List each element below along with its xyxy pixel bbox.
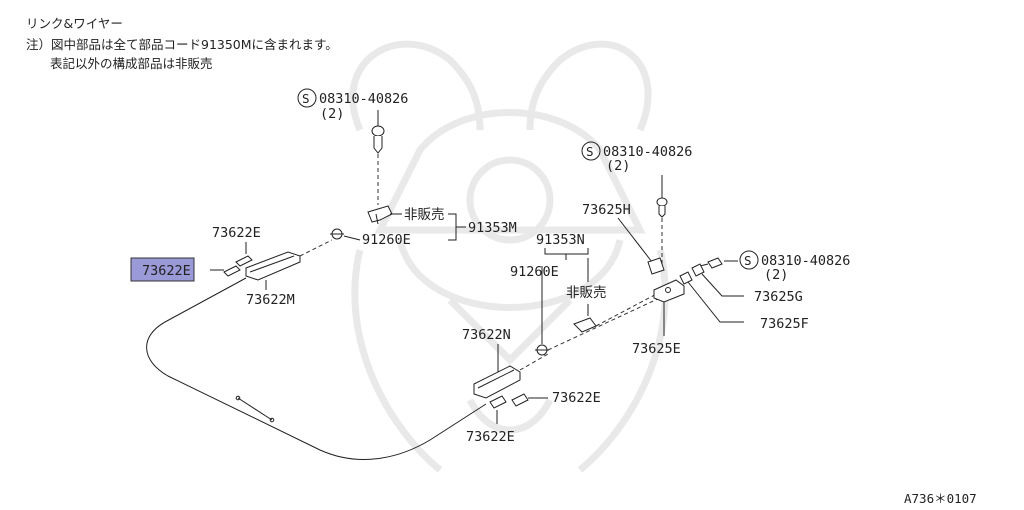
label-nonsale-top[interactable]: 非販売 — [404, 207, 445, 223]
part-number-73622e-bottom[interactable]: 73622E — [466, 429, 515, 445]
part-number-73622e-right[interactable]: 73622E — [552, 390, 601, 406]
samurai-helmet-watermark-icon — [349, 40, 669, 473]
callout-bolt-right[interactable]: S 08310-40826 (2) — [739, 250, 850, 283]
part-number-73625f[interactable]: 73625F — [760, 316, 809, 332]
bolt-top-drawing — [371, 125, 385, 154]
part-number-73622m[interactable]: 73622M — [246, 292, 295, 308]
diagram-note: 注）図中部品は全て部品コード91350Mに含まれます。 — [26, 37, 338, 52]
part-number-bolt-top: 08310-40826 — [319, 91, 408, 107]
clip-73622e-right — [511, 393, 529, 407]
clip-73622e-bottom — [489, 395, 507, 409]
svg-text:S: S — [302, 91, 310, 106]
diagram-code: A736＊0107 — [904, 491, 977, 506]
clip-73625h — [647, 257, 665, 275]
diagram-title: リンク&ワイヤー — [26, 16, 123, 31]
diagram-note-nonsale: 表記以外の構成部品は非販売 — [50, 56, 213, 71]
part-qty-bolt-top: (2) — [320, 106, 344, 122]
part-number-91260e-top[interactable]: 91260E — [362, 232, 411, 248]
bracket-upper-drawing — [330, 205, 393, 240]
cable-end-bracket-73622m — [245, 251, 301, 281]
part-number-91260e-middle[interactable]: 91260E — [510, 264, 559, 280]
part-number-73625h[interactable]: 73625H — [582, 202, 631, 218]
highlighted-part-73622e[interactable]: 73622E — [130, 257, 195, 282]
circled-s-icon — [739, 250, 759, 270]
part-qty-bolt-right: (2) — [764, 267, 788, 283]
bolt-right-drawing — [699, 257, 723, 269]
part-number-73622e-left: 73622E — [142, 263, 191, 279]
part-number-91353m[interactable]: 91353M — [468, 220, 517, 236]
part-number-73625g[interactable]: 73625G — [754, 289, 803, 305]
part-number-91353n[interactable]: 91353N — [536, 232, 585, 248]
circled-s-icon — [581, 141, 601, 161]
part-number-bolt-middle: 08310-40826 — [603, 144, 692, 160]
wire-cable-loop — [146, 277, 487, 460]
bracket-73625e-drawing — [653, 279, 685, 303]
cable-end-bracket-73622n — [473, 365, 521, 399]
label-nonsale-middle[interactable]: 非販売 — [566, 285, 607, 301]
part-qty-bolt-middle: (2) — [606, 158, 630, 174]
part-number-73622e-top[interactable]: 73622E — [212, 225, 261, 241]
svg-text:S: S — [586, 144, 594, 159]
clip-73622e-top — [235, 255, 253, 267]
part-number-73622n[interactable]: 73622N — [462, 327, 511, 343]
callout-bolt-top[interactable]: S 08310-40826 (2) — [297, 88, 408, 122]
part-number-bolt-right: 08310-40826 — [761, 253, 850, 269]
circled-s-icon — [297, 88, 317, 108]
part-number-73625e[interactable]: 73625E — [632, 341, 681, 357]
callout-bolt-middle[interactable]: S 08310-40826 (2) — [581, 141, 692, 174]
bolt-middle-drawing — [656, 197, 668, 218]
plate-73625g — [679, 271, 693, 285]
plate-73625f — [691, 263, 705, 277]
svg-text:S: S — [744, 253, 752, 268]
